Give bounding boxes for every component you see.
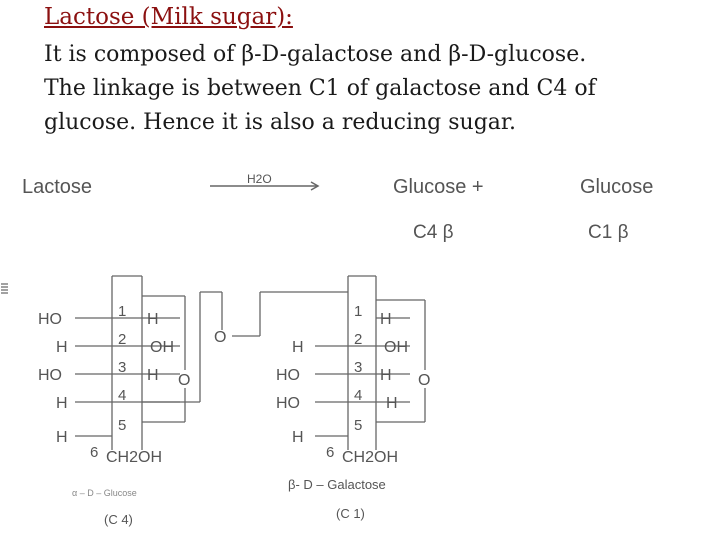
right-num-1: 1 [354,303,362,320]
left-group-5: H [56,429,68,446]
glycosidic-oxygen: O [214,329,226,346]
left-group-1: HO [38,311,62,328]
left-group-3: HO [38,367,62,384]
right-ch2oh: CH2OH [342,449,398,466]
right-sugar-name: β- D – Galactose [288,477,386,492]
arrow-head [310,181,320,191]
left-sugar-skeleton [75,275,348,450]
left-sugar-name: α – D – Glucose [72,488,137,498]
right-num-3: 3 [354,359,362,376]
left-num-6: 6 [90,444,98,461]
product-1-label: Glucose + [393,176,484,198]
edge-marks [1,283,8,294]
right-right-group-1: H [380,311,392,328]
left-ch2oh: CH2OH [106,449,162,466]
reactant-label: Lactose [22,176,92,198]
left-num-3: 3 [118,359,126,376]
left-sugar-position: (C 4) [104,512,133,527]
right-left-group-5: H [292,429,304,446]
product-1-linkage: C4 β [413,222,454,243]
right-ring-oxygen: O [418,372,430,389]
body-line-1: It is composed of β-D-galactose and β-D-… [44,42,587,67]
left-group-4: H [56,395,68,412]
left-group-2: H [56,339,68,356]
reagent-label: H2O [247,172,272,186]
right-sugar-skeleton [315,275,426,450]
product-2-linkage: C1 β [588,222,629,243]
right-num-6: 6 [326,444,334,461]
product-2-label: Glucose [580,176,653,198]
left-num-5: 5 [118,417,126,434]
right-num-5: 5 [354,417,362,434]
right-right-group-4: H [386,395,398,412]
left-right-group-2: OH [150,339,174,356]
left-right-group-3: H [147,367,159,384]
right-left-group-2: H [292,339,304,356]
right-num-4: 4 [354,387,362,404]
body-line-3: glucose. Hence it is also a reducing sug… [44,110,516,135]
right-left-group-3: HO [276,367,300,384]
body-line-2: The linkage is between C1 of galactose a… [44,76,596,101]
right-right-group-3: H [380,367,392,384]
left-right-group-1: H [147,311,159,328]
left-num-4: 4 [118,387,126,404]
right-sugar-position: (C 1) [336,506,365,521]
left-ring-oxygen: O [178,372,190,389]
right-num-2: 2 [354,331,362,348]
right-left-group-4: HO [276,395,300,412]
slide-title: Lactose (Milk sugar): [44,4,293,30]
left-num-1: 1 [118,303,126,320]
left-num-2: 2 [118,331,126,348]
right-right-group-2: OH [384,339,408,356]
